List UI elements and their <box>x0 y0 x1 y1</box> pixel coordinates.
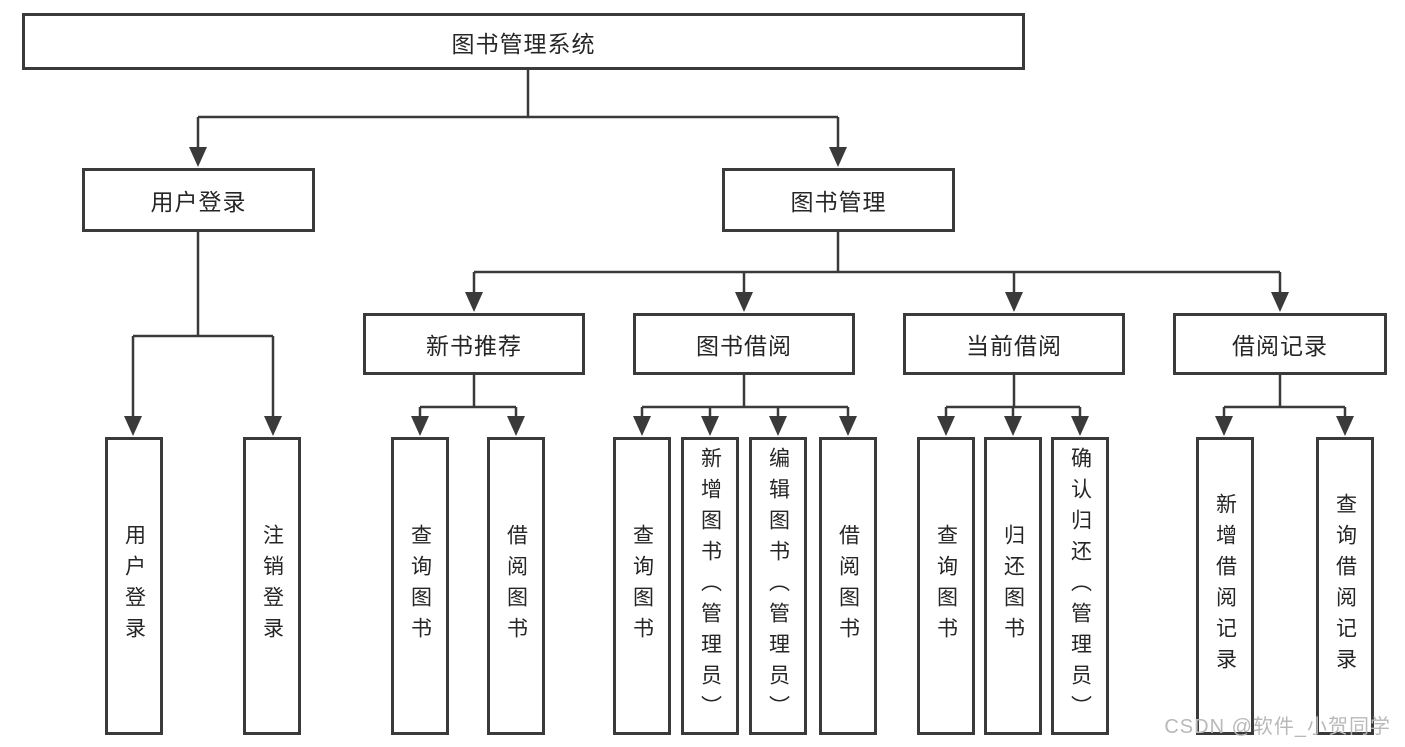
leaf-confirm-return-admin-label: 确认归还（管理员） <box>1068 446 1092 726</box>
connector-lines <box>131 70 1347 420</box>
node-current-borrowing: 当前借阅 <box>903 313 1125 375</box>
leaf-query-books-current-label: 查询图书 <box>934 524 958 648</box>
leaf-borrow-books-recommend: 借阅图书 <box>487 437 545 735</box>
leaf-query-borrow-record-label: 查询借阅记录 <box>1333 493 1357 679</box>
leaf-logout: 注销登录 <box>243 437 301 735</box>
node-library-management-system: 图书管理系统 <box>22 13 1025 70</box>
leaf-return-books-label: 归还图书 <box>1001 524 1025 648</box>
leaf-query-books-borrowing-label: 查询图书 <box>630 524 654 648</box>
leaf-add-book-admin: 新增图书（管理员） <box>681 437 739 735</box>
leaf-return-books: 归还图书 <box>984 437 1042 735</box>
leaf-user-login: 用户登录 <box>105 437 163 735</box>
leaf-query-books-recommend-label: 查询图书 <box>408 524 432 648</box>
leaf-edit-book-admin: 编辑图书（管理员） <box>749 437 807 735</box>
leaf-query-books-current: 查询图书 <box>917 437 975 735</box>
node-new-book-recommend: 新书推荐 <box>363 313 585 375</box>
arrowhead-icons <box>124 147 1354 436</box>
leaf-query-books-borrowing: 查询图书 <box>613 437 671 735</box>
watermark: CSDN @软件_小贺同学 <box>1164 716 1391 738</box>
node-book-management: 图书管理 <box>722 168 955 232</box>
node-book-borrowing: 图书借阅 <box>633 313 855 375</box>
leaf-query-books-recommend: 查询图书 <box>391 437 449 735</box>
leaf-query-borrow-record: 查询借阅记录 <box>1316 437 1374 735</box>
leaf-logout-label: 注销登录 <box>260 524 284 648</box>
node-user-login: 用户登录 <box>82 168 315 232</box>
leaf-user-login-label: 用户登录 <box>122 524 146 648</box>
leaf-edit-book-admin-label: 编辑图书（管理员） <box>766 446 790 726</box>
leaf-add-borrow-record: 新增借阅记录 <box>1196 437 1254 735</box>
leaf-add-borrow-record-label: 新增借阅记录 <box>1213 493 1237 679</box>
leaf-borrow-books-borrowing-label: 借阅图书 <box>836 524 860 648</box>
leaf-borrow-books-borrowing: 借阅图书 <box>819 437 877 735</box>
node-borrowing-records: 借阅记录 <box>1173 313 1387 375</box>
leaf-confirm-return-admin: 确认归还（管理员） <box>1051 437 1109 735</box>
leaf-borrow-books-recommend-label: 借阅图书 <box>504 524 528 648</box>
leaf-add-book-admin-label: 新增图书（管理员） <box>698 446 722 726</box>
